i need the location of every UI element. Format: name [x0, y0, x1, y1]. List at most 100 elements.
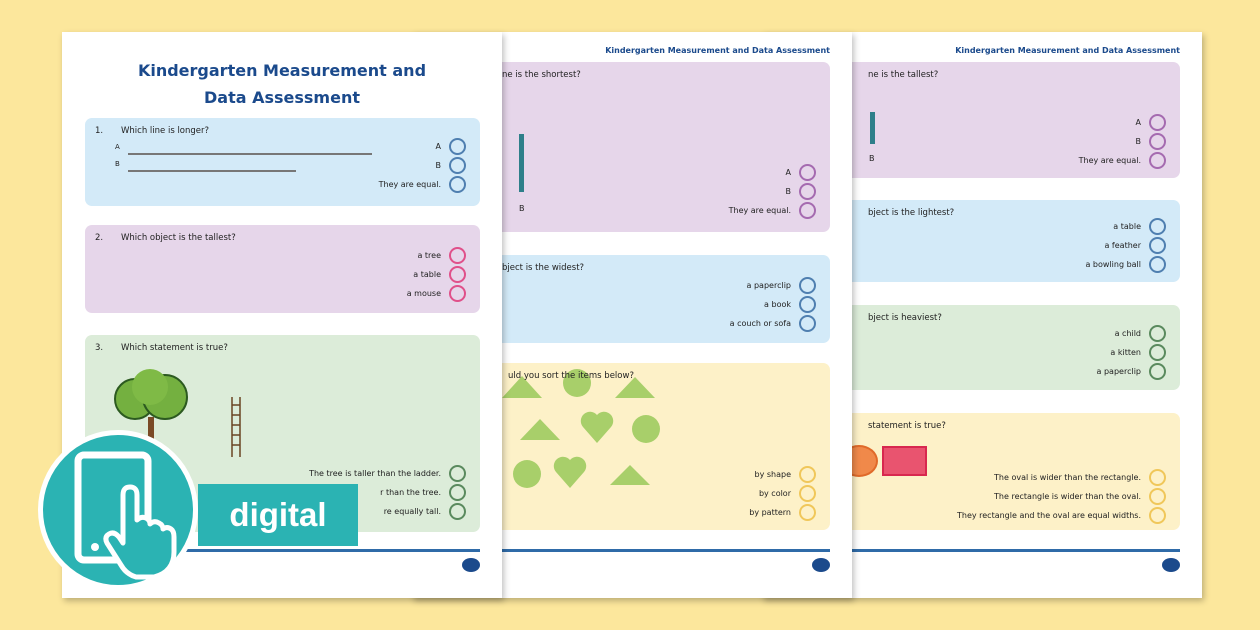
radio-option[interactable]	[1149, 133, 1166, 150]
radio-option[interactable]	[449, 285, 466, 302]
publisher-logo	[812, 558, 830, 572]
radio-option[interactable]	[449, 465, 466, 482]
radio-option[interactable]	[449, 157, 466, 174]
radio-option[interactable]	[449, 484, 466, 501]
question-text: bject is the widest?	[502, 263, 585, 273]
radio-option[interactable]	[1149, 114, 1166, 131]
page-title: Kindergarten Measurement and Data Assess…	[62, 57, 502, 111]
option-label: a tree	[417, 251, 441, 260]
line-label: A	[115, 143, 120, 151]
radio-option[interactable]	[799, 296, 816, 313]
option-label: B	[1135, 137, 1142, 146]
option-label: B	[435, 161, 442, 170]
option-label: a table	[1113, 222, 1141, 231]
option-label: a feather	[1104, 241, 1141, 250]
title-line: Kindergarten Measurement and	[137, 61, 427, 80]
question-text: ne is the tallest?	[868, 70, 939, 80]
radio-option[interactable]	[799, 164, 816, 181]
option-label: a mouse	[406, 289, 441, 298]
option-label: A	[1135, 118, 1141, 127]
question-text: ne is the shortest?	[502, 70, 581, 80]
line-b	[870, 112, 875, 144]
option-label: a paperclip	[1096, 367, 1141, 376]
question-text: uld you sort the items below?	[508, 371, 634, 381]
tablet-tap-icon	[38, 430, 198, 590]
sorting-shapes	[502, 369, 660, 488]
option-label: The oval is wider than the rectangle.	[994, 473, 1141, 482]
rectangle-shape	[882, 446, 927, 476]
option-label: re equally tall.	[383, 507, 441, 516]
question-text: Which line is longer?	[121, 126, 210, 136]
radio-option[interactable]	[449, 247, 466, 264]
radio-option[interactable]	[799, 202, 816, 219]
option-label: They are equal.	[1078, 156, 1141, 165]
publisher-logo	[1162, 558, 1180, 572]
option-label: a paperclip	[746, 281, 791, 290]
line-b	[128, 170, 296, 172]
title-line: Data Assessment	[204, 88, 360, 107]
publisher-logo	[462, 558, 480, 572]
option-label: They are equal.	[378, 180, 441, 189]
option-label: A	[435, 142, 441, 151]
option-label: a child	[1114, 329, 1141, 338]
radio-option[interactable]	[449, 176, 466, 193]
option-label: The tree is taller than the ladder.	[309, 469, 441, 478]
bar-label: B	[869, 154, 875, 163]
question-2: 2. Which object is the tallest? a tree a …	[85, 225, 480, 313]
option-label: a bowling ball	[1085, 260, 1141, 269]
line-b	[519, 134, 524, 192]
option-label: by pattern	[749, 508, 791, 517]
option-label: A	[785, 168, 791, 177]
option-label: a table	[413, 270, 441, 279]
option-label: a book	[764, 300, 791, 309]
question-number: 1.	[95, 126, 104, 136]
bar-label: B	[519, 204, 525, 213]
option-label: B	[785, 187, 792, 196]
radio-option[interactable]	[799, 466, 816, 483]
radio-option[interactable]	[799, 183, 816, 200]
tree-and-ladder	[114, 369, 241, 457]
line-a	[128, 153, 372, 155]
line-label: B	[115, 160, 120, 168]
radio-option[interactable]	[449, 503, 466, 520]
radio-option[interactable]	[1149, 344, 1166, 361]
radio-option[interactable]	[1149, 469, 1166, 486]
question-text: statement is true?	[868, 421, 946, 431]
radio-option[interactable]	[449, 266, 466, 283]
radio-option[interactable]	[1149, 488, 1166, 505]
option-label: a couch or sofa	[729, 319, 791, 328]
option-label: They are equal.	[728, 206, 791, 215]
page-header: Kindergarten Measurement and Data Assess…	[605, 46, 830, 55]
option-label: r than the tree.	[380, 488, 441, 497]
radio-option[interactable]	[799, 504, 816, 521]
question-number: 2.	[95, 233, 104, 243]
option-label: a kitten	[1110, 348, 1141, 357]
question-1: 1. Which line is longer? A B A B They are…	[85, 118, 480, 206]
question-text: Which object is the tallest?	[121, 233, 236, 243]
page-header: Kindergarten Measurement and Data Assess…	[955, 46, 1180, 55]
footer-line	[785, 549, 1180, 552]
option-label: by color	[758, 489, 791, 498]
option-label: by shape	[754, 470, 792, 479]
question-number: 3.	[95, 343, 104, 353]
option-label: They rectangle and the oval are equal wi…	[956, 511, 1141, 520]
options: A B They are equal.	[1079, 114, 1166, 169]
footer-line	[435, 549, 830, 552]
radio-option[interactable]	[799, 485, 816, 502]
radio-option[interactable]	[799, 277, 816, 294]
radio-option[interactable]	[1149, 152, 1166, 169]
radio-option[interactable]	[1149, 507, 1166, 524]
digital-label: digital	[198, 484, 358, 546]
radio-option[interactable]	[449, 138, 466, 155]
question-text: bject is the lightest?	[868, 208, 955, 218]
footer-line	[85, 549, 480, 552]
radio-option[interactable]	[1149, 237, 1166, 254]
radio-option[interactable]	[1149, 363, 1166, 380]
radio-option[interactable]	[1149, 218, 1166, 235]
question-text: Which statement is true?	[121, 343, 228, 353]
option-label: The rectangle is wider than the oval.	[994, 492, 1141, 501]
radio-option[interactable]	[799, 315, 816, 332]
question-text: bject is heaviest?	[868, 313, 942, 323]
radio-option[interactable]	[1149, 325, 1166, 342]
radio-option[interactable]	[1149, 256, 1166, 273]
